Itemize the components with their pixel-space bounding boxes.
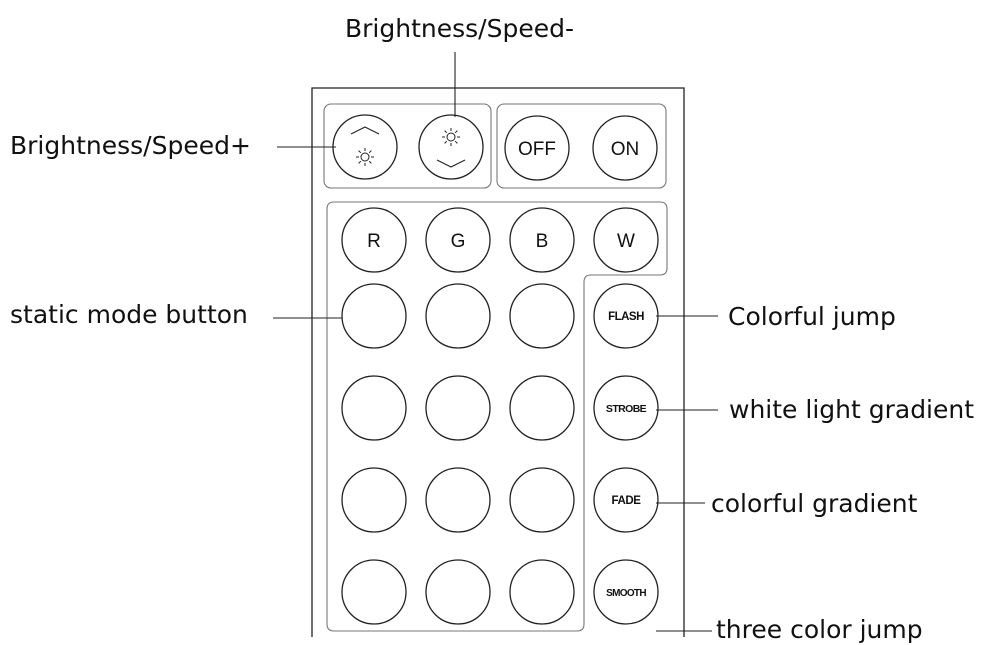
- static-color-button[interactable]: [509, 559, 575, 625]
- chevron-up-icon: [350, 126, 380, 135]
- static-color-button[interactable]: [341, 559, 407, 625]
- static-color-button[interactable]: [509, 283, 575, 349]
- green-button-label: G: [451, 231, 466, 252]
- sun-icon: [356, 148, 374, 166]
- smooth-button-label: SMOOTH: [606, 588, 646, 599]
- chevron-down-icon: [436, 159, 466, 168]
- static-color-button[interactable]: [425, 375, 491, 441]
- red-button[interactable]: R: [341, 207, 407, 273]
- callout-white-light-gradient: white light gradient: [729, 395, 975, 424]
- strobe-button-label: STROBE: [606, 403, 647, 415]
- callout-colorful-jump: Colorful jump: [728, 302, 896, 331]
- on-button[interactable]: ON: [592, 115, 658, 181]
- static-color-button[interactable]: [425, 467, 491, 533]
- static-color-button[interactable]: [341, 467, 407, 533]
- flash-button-label: FLASH: [608, 311, 644, 323]
- strobe-button[interactable]: STROBE: [593, 375, 659, 441]
- callout-static-mode: static mode button: [10, 300, 248, 329]
- static-color-button[interactable]: [425, 283, 491, 349]
- main-panel: [326, 201, 668, 632]
- white-button-label: W: [617, 231, 635, 252]
- callout-brightness-plus: Brightness/Speed+: [10, 131, 251, 160]
- static-color-button[interactable]: [425, 559, 491, 625]
- white-button[interactable]: W: [593, 207, 659, 273]
- callout-brightness-minus: Brightness/Speed-: [345, 14, 574, 43]
- static-color-button[interactable]: [341, 375, 407, 441]
- brightness-down-button[interactable]: [418, 114, 484, 180]
- static-color-button[interactable]: [341, 283, 407, 349]
- blue-button-label: B: [536, 231, 549, 252]
- brightness-panel: [323, 103, 492, 189]
- blue-button[interactable]: B: [509, 207, 575, 273]
- brightness-up-button[interactable]: [332, 114, 398, 180]
- off-button[interactable]: OFF: [504, 115, 570, 181]
- off-button-label: OFF: [518, 139, 556, 160]
- callout-three-color-jump: three color jump: [716, 615, 923, 644]
- green-button[interactable]: G: [425, 207, 491, 273]
- fade-button-label: FADE: [611, 495, 641, 507]
- flash-button[interactable]: FLASH: [593, 283, 659, 349]
- on-button-label: ON: [611, 139, 640, 160]
- callout-colorful-gradient: colorful gradient: [711, 489, 918, 518]
- smooth-button[interactable]: SMOOTH: [593, 559, 659, 625]
- fade-button[interactable]: FADE: [593, 467, 659, 533]
- static-color-button[interactable]: [509, 375, 575, 441]
- sun-icon: [442, 128, 460, 146]
- static-color-button[interactable]: [509, 467, 575, 533]
- remote-body: [311, 87, 685, 637]
- static-button-grid: [341, 283, 575, 625]
- power-panel: [496, 103, 667, 189]
- red-button-label: R: [367, 231, 381, 252]
